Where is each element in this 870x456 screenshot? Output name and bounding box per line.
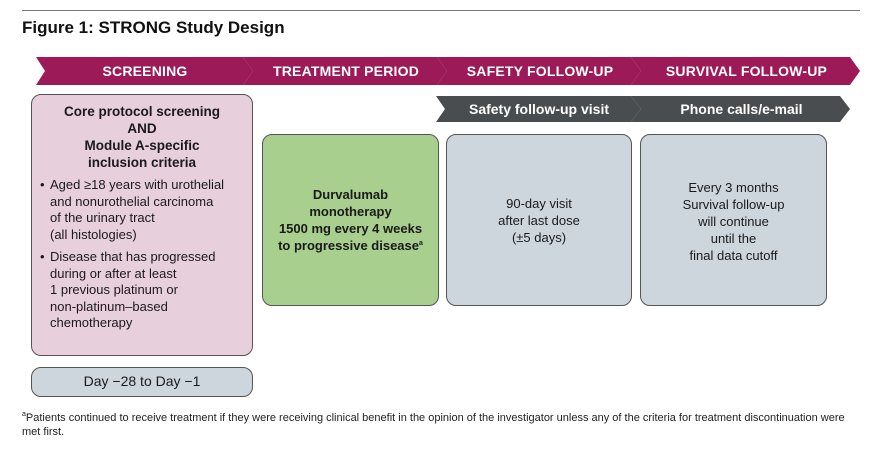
- survival-followup-box: Every 3 months Survival follow-up will c…: [640, 134, 827, 306]
- figure-title: Figure 1: STRONG Study Design: [22, 18, 285, 37]
- phase-arrow-screening: [36, 57, 253, 85]
- safety-followup-text: 90-day visit after last dose (±5 days): [498, 195, 580, 245]
- criteria-text: Aged ≥18 years with urothelial and nonur…: [50, 177, 225, 242]
- phase-label-treatment: TREATMENT PERIOD: [272, 63, 420, 79]
- screening-window-box: Day −28 to Day −1: [31, 367, 253, 397]
- screening-window-text: Day −28 to Day −1: [83, 373, 201, 389]
- phase-label-safety: SAFETY FOLLOW-UP: [466, 63, 614, 79]
- sub-label-safety-visit: Safety follow-up visit: [468, 101, 609, 117]
- top-rule: [22, 10, 860, 11]
- treatment-line: 1500 mg every 4 weeks: [278, 221, 423, 236]
- screening-heading-line: Module A-specific: [84, 138, 200, 153]
- phase-arrow-safety: [437, 57, 641, 85]
- sub-arrow-safety-visit: [436, 96, 641, 122]
- treatment-box: Durvalumab monotherapy 1500 mg every 4 w…: [262, 134, 439, 306]
- footnote-text: Patients continued to receive treatment …: [22, 412, 845, 438]
- safety-followup-box: 90-day visit after last dose (±5 days): [446, 134, 632, 306]
- treatment-line-last: to progressive diseasea: [278, 237, 423, 254]
- phase-label-survival: SURVIVAL FOLLOW-UP: [665, 63, 828, 79]
- sub-label-phone-calls: Phone calls/e-mail: [680, 101, 803, 117]
- footnote-marker: a: [419, 240, 423, 247]
- screening-heading: Core protocol screening AND Module A-spe…: [40, 103, 244, 171]
- screening-heading-line: AND: [127, 121, 157, 136]
- criteria-bullet-progression: • Disease that has progressed during or …: [40, 249, 244, 332]
- criteria-text: Disease that has progressed during or af…: [50, 249, 216, 330]
- bullet-dot: •: [40, 177, 45, 192]
- screening-heading-line: inclusion criteria: [87, 155, 197, 170]
- treatment-line: Durvalumab: [312, 187, 389, 202]
- sub-arrow-phone-calls: [631, 96, 850, 122]
- screening-criteria-box: Core protocol screening AND Module A-spe…: [31, 94, 253, 356]
- treatment-line: to progressive disease: [278, 238, 419, 253]
- survival-followup-text: Every 3 months Survival follow-up will c…: [682, 180, 785, 263]
- criteria-bullet-age: • Aged ≥18 years with urothelial and non…: [40, 177, 244, 243]
- phase-arrow-survival: [631, 57, 860, 85]
- screening-heading-line: Core protocol screening: [63, 104, 221, 119]
- phase-arrows: [36, 57, 860, 122]
- phase-arrow-treatment: [243, 57, 447, 85]
- footnote-marker: a: [22, 411, 26, 418]
- footnote: aPatients continued to receive treatment…: [22, 411, 852, 439]
- bullet-dot: •: [40, 249, 45, 264]
- treatment-line: monotherapy: [309, 204, 392, 219]
- phase-label-screening: SCREENING: [102, 63, 188, 79]
